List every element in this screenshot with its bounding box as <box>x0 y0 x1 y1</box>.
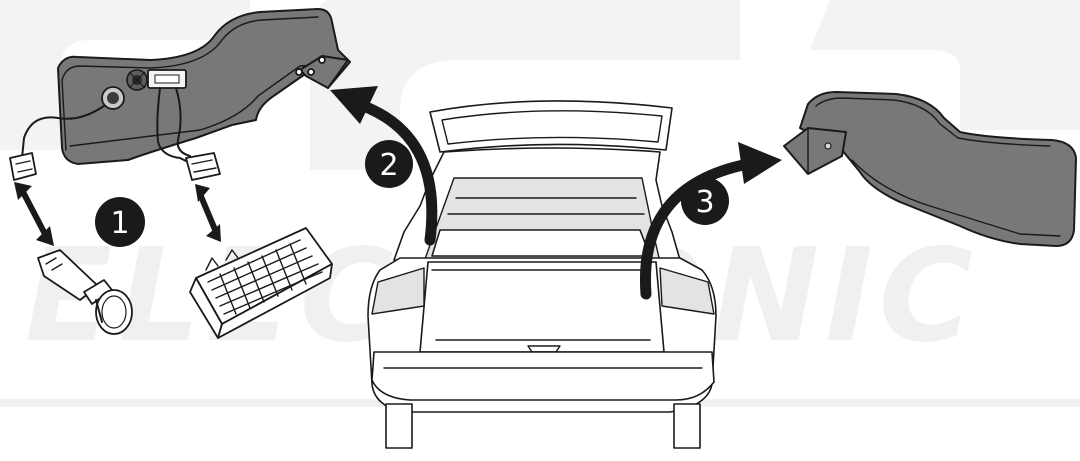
tab-screw-hole <box>318 56 326 64</box>
rear-bumper <box>371 351 715 401</box>
trunk-interior-floor <box>431 229 651 257</box>
reinstall-arrow <box>639 142 782 300</box>
power-socket <box>101 86 125 110</box>
wheel-right <box>673 403 701 449</box>
tab-clip-left <box>295 68 303 76</box>
opening-wire <box>156 87 189 163</box>
step-2-number: 2 <box>379 148 398 183</box>
socket-bracket-part <box>37 249 133 335</box>
connector-grid <box>207 239 323 315</box>
usb-socket <box>126 69 148 91</box>
panel-inner-contour <box>69 63 331 147</box>
panel-back-contour <box>815 97 1051 147</box>
step-1-number: 1 <box>110 206 129 241</box>
trunk-side-panel-back <box>799 91 1077 247</box>
panel-edge-highlight <box>61 16 319 151</box>
step-1-badge: 1 <box>95 197 145 247</box>
trunk-side-panel <box>57 8 351 165</box>
step-3-number: 3 <box>695 185 714 220</box>
tail-light-right <box>659 267 715 315</box>
lamp-opening <box>147 69 187 89</box>
tailgate-open <box>429 100 673 153</box>
tail-light-left <box>371 267 425 315</box>
side-panel-removed <box>783 91 1077 247</box>
panel-back-tab-hole <box>824 142 832 150</box>
step-3-badge: 3 <box>681 177 729 225</box>
opening-wire-2 <box>175 87 191 157</box>
watermark-logo-shape <box>0 0 1080 170</box>
panel-back-inner-ridge <box>851 159 1061 237</box>
panel-back-tab <box>783 127 847 175</box>
right-connect-arrow <box>195 184 221 242</box>
step-2-badge: 2 <box>365 140 413 188</box>
right-wire-plug <box>185 152 221 181</box>
tab-clip-right <box>307 68 315 76</box>
left-connect-arrow <box>14 182 54 246</box>
left-wire-plug <box>9 152 37 181</box>
side-panel-installed <box>21 8 351 165</box>
remove-arrow <box>330 86 438 246</box>
car-rear-view <box>367 100 717 449</box>
connector-block <box>189 227 333 339</box>
trunk-well <box>419 261 665 353</box>
wheel-left <box>385 403 413 449</box>
panel-mount-tab <box>299 55 349 89</box>
socket-wire <box>21 105 105 159</box>
